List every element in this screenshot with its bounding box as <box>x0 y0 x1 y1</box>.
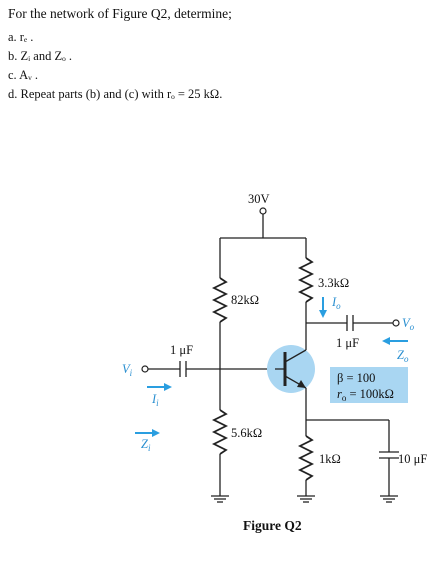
c-in-label: 1 μF <box>170 343 193 357</box>
r-c-label: 3.3kΩ <box>318 276 349 290</box>
ii-label: Ii <box>151 392 159 408</box>
ro-label: ro = 100kΩ <box>337 387 394 403</box>
ii-arrowhead <box>164 383 172 391</box>
vi-label: Vi <box>122 362 133 378</box>
supply-terminal <box>259 207 267 215</box>
figure-caption: Figure Q2 <box>243 518 302 533</box>
beta-label: β = 100 <box>337 371 375 385</box>
r-b1-label: 82kΩ <box>231 293 259 307</box>
output-terminal <box>392 319 400 327</box>
zo-arrowhead <box>382 337 390 345</box>
ground-mid-icon <box>297 495 315 503</box>
resistor-5-6k <box>211 409 229 455</box>
question-heading: For the network of Figure Q2, determine; <box>8 6 232 21</box>
ground-left-icon <box>211 495 229 503</box>
vo-label: Vo <box>402 316 415 332</box>
question-block: For the network of Figure Q2, determine;… <box>8 6 433 106</box>
resistor-3-3k <box>297 257 315 303</box>
io-label: Io <box>331 295 341 311</box>
r-b2-label: 5.6kΩ <box>231 426 262 440</box>
transistor-npn <box>267 345 315 393</box>
c-e-label: 10 μF <box>398 452 427 466</box>
c-out-label: 1 μF <box>336 336 359 350</box>
ground-right-icon <box>380 495 398 503</box>
params-box <box>330 367 408 403</box>
input-terminal <box>141 365 149 373</box>
question-part-a: a. rₑ . <box>8 30 34 44</box>
resistor-82k <box>211 277 229 323</box>
question-part-b: b. Zᵢ and Zₒ . <box>8 49 72 63</box>
io-arrowhead <box>319 310 327 318</box>
resistor-1k <box>297 435 315 481</box>
zi-label: Zi <box>141 437 151 453</box>
question-part-c: c. Aᵥ . <box>8 68 39 82</box>
supply-label: 30V <box>248 192 270 206</box>
zi-arrowhead <box>152 429 160 437</box>
zo-label: Zo <box>397 348 409 364</box>
question-part-d: d. Repeat parts (b) and (c) with rₒ = 25… <box>8 87 223 101</box>
r-e-label: 1kΩ <box>319 452 341 466</box>
